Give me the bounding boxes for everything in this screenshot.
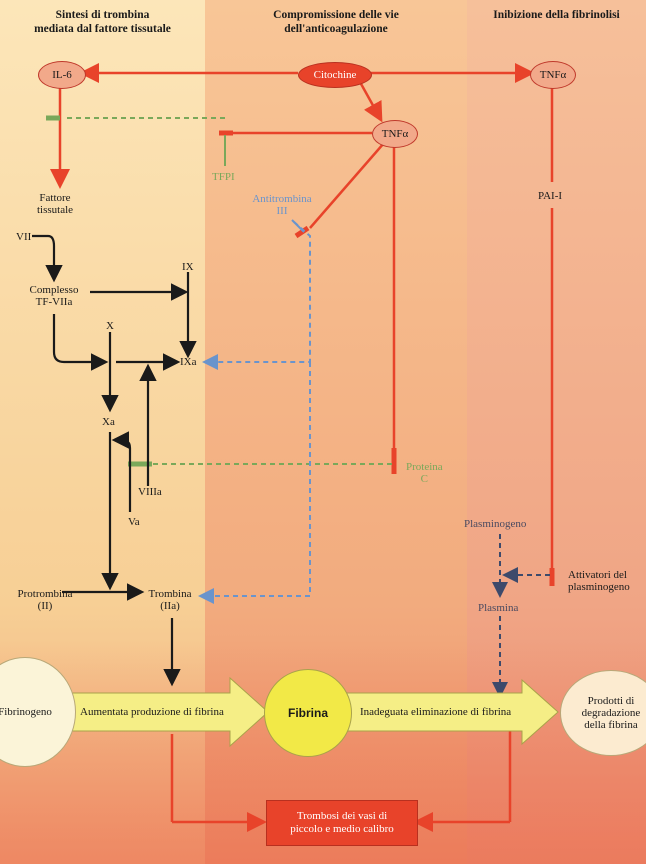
node-vii: VII [16, 231, 32, 243]
node-complesso: Complesso TF-VIIa [29, 284, 79, 308]
node-proteina-c: Proteina C [406, 461, 443, 485]
node-trombosi: Trombosi dei vasi di piccolo e medio cal… [266, 800, 418, 846]
inhibition-bars [219, 130, 555, 586]
node-citochine: Citochine [298, 62, 372, 88]
label-aumentata: Aumentata produzione di fibrina [80, 706, 224, 718]
green-pathways [64, 117, 392, 465]
node-il6: IL-6 [38, 61, 86, 89]
node-prodotti: Prodotti di degradazione della fibrina [560, 670, 646, 756]
label-inadeguata: Inadeguata eliminazione di fibrina [360, 706, 512, 718]
arrow-inadeguata-shape [344, 678, 559, 746]
node-va: Va [128, 516, 140, 528]
header-col-1: Sintesi di trombina mediata dal fattore … [34, 9, 171, 35]
node-pai1: PAI-I [538, 190, 563, 202]
node-fattore-tissutale: Fattore tissutale [36, 192, 74, 216]
header-col-3: Inibizione della fibrinolisi [493, 9, 620, 21]
arrow-aumentata-shape [59, 676, 269, 748]
node-viiia: VIIIa [138, 486, 162, 498]
node-plasmina: Plasmina [478, 602, 519, 614]
node-ix: IX [182, 261, 194, 273]
blue-pathways [198, 221, 311, 604]
node-tfpi: TFPI [212, 171, 235, 183]
antitrombina-pointer [291, 219, 305, 233]
node-x: X [106, 320, 114, 332]
node-plasminogeno: Plasminogeno [464, 518, 527, 530]
node-tnf-mid: TNFα [372, 120, 418, 148]
black-pathways [32, 234, 197, 687]
node-tnf-right: TNFα [530, 61, 576, 89]
header-col-2: Compromissione delle vie dell'anticoagul… [273, 9, 399, 35]
node-xa: Xa [102, 416, 115, 428]
node-protrombina: Protrombina (II) [17, 588, 73, 612]
node-fibrina: Fibrina [264, 669, 352, 757]
red-pathways [50, 63, 554, 832]
node-ixa: IXa [180, 356, 197, 368]
node-antitrombina: Antitrombina III [252, 193, 312, 217]
fibrinolysis-pathways [492, 534, 550, 698]
node-attivatori: Attivatori del plasminogeno [568, 569, 630, 593]
node-trombina: Trombina (IIa) [148, 588, 192, 612]
